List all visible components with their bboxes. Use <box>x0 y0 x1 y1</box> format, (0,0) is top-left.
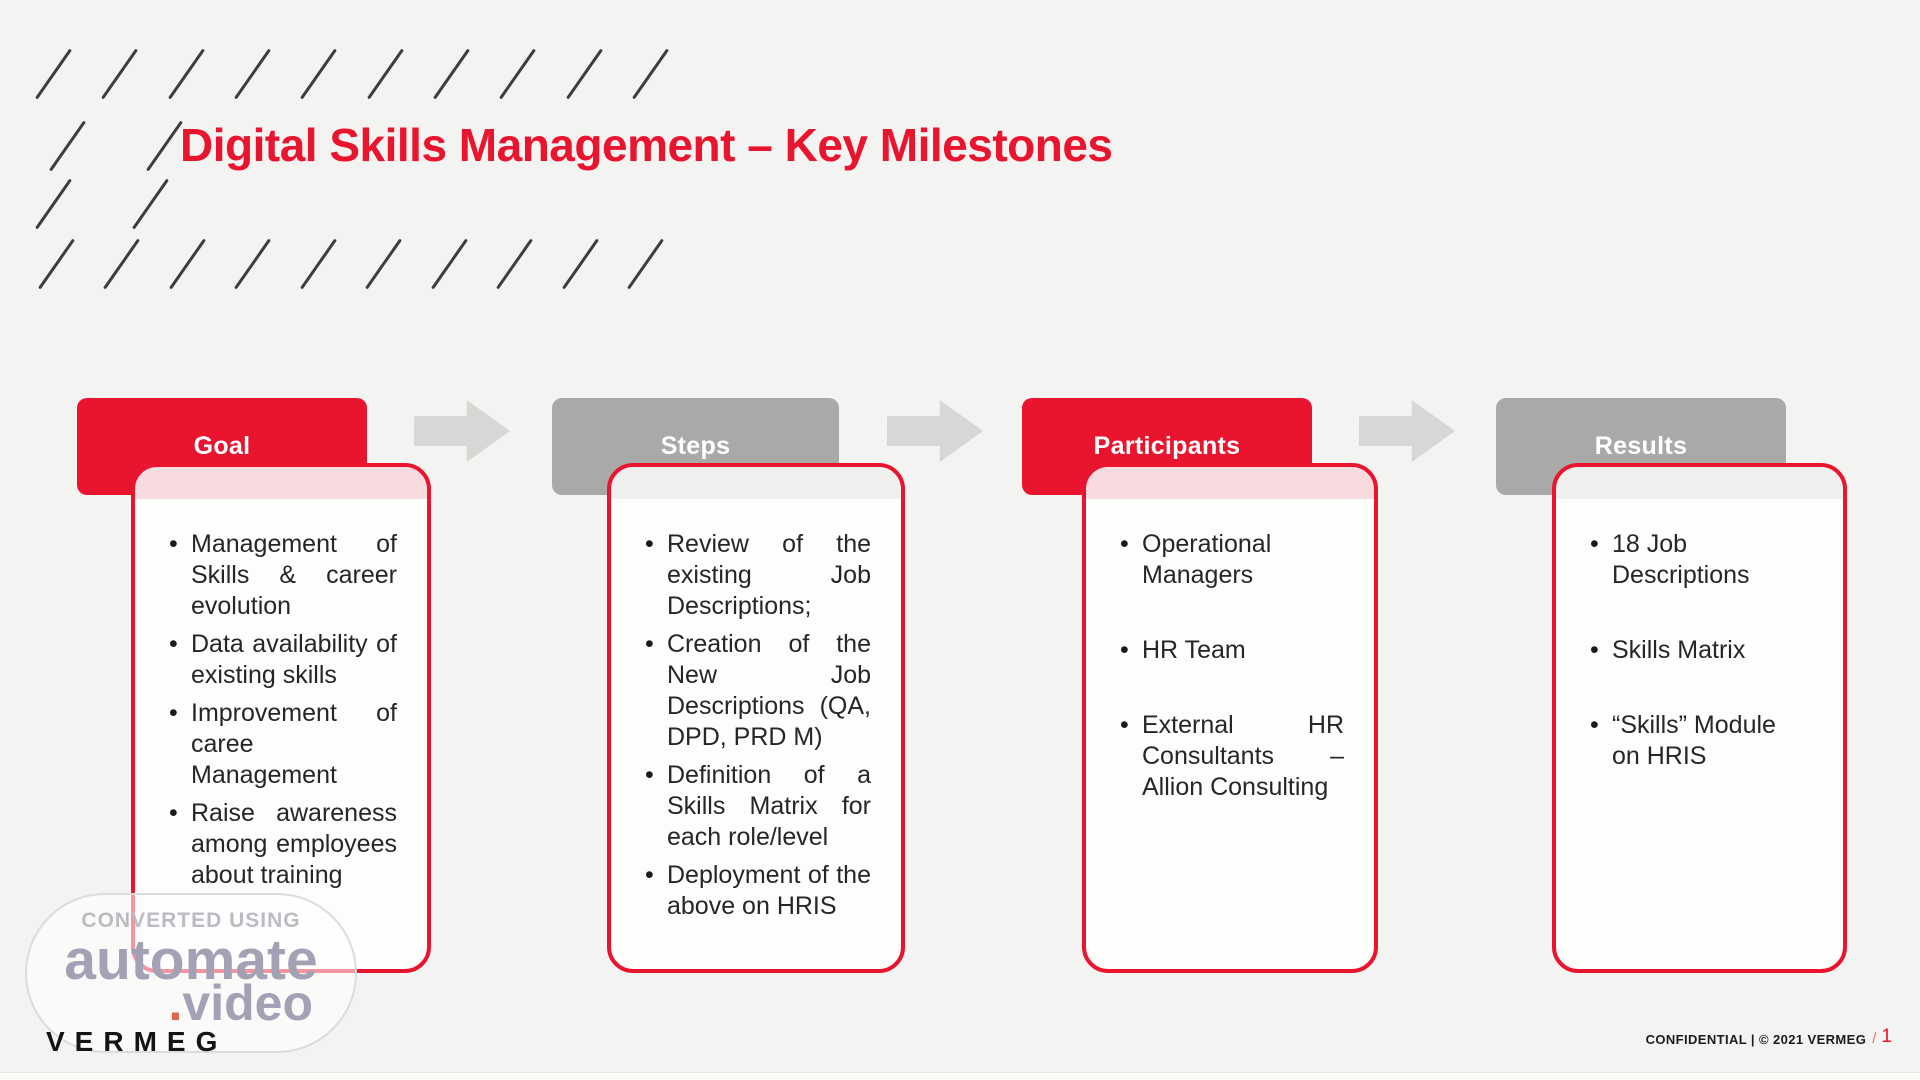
hatch-pattern-left <box>35 174 169 240</box>
bottom-strip <box>0 1072 1920 1080</box>
slash-mark <box>168 238 206 290</box>
participants-box-band <box>1086 467 1374 499</box>
arrow-right-icon <box>414 400 510 462</box>
steps-bullet: Deployment of the above on HRIS <box>643 860 871 922</box>
results-box: 18 Job Descriptions Skills Matrix “Skill… <box>1552 463 1847 973</box>
slash-mark <box>35 178 72 230</box>
slash-mark <box>430 238 468 290</box>
arrow-right-icon <box>887 400 983 462</box>
slash-mark <box>561 238 599 290</box>
participants-bullet-list: Operational Managers HR Team External HR… <box>1086 499 1374 867</box>
goal-bullet: Data availability of existing skills <box>167 629 397 691</box>
steps-box-band <box>611 467 901 499</box>
watermark-brand-video: .video <box>169 978 314 1028</box>
results-bullet-list: 18 Job Descriptions Skills Matrix “Skill… <box>1556 499 1843 836</box>
goal-box-band <box>135 467 427 499</box>
footer: CONFIDENTIAL | © 2021 VERMEG / 1 <box>1646 1026 1892 1048</box>
slash-mark <box>366 48 404 100</box>
hatch-pattern-left <box>49 116 183 182</box>
results-box-band <box>1556 467 1843 499</box>
participants-bullet: Operational Managers <box>1118 529 1344 591</box>
results-bullet: “Skills” Module on HRIS <box>1588 710 1799 772</box>
slash-mark <box>433 48 470 100</box>
slash-mark <box>38 238 75 290</box>
slash-mark <box>627 238 664 290</box>
steps-bullet-list: Review of the existing Job Descriptions;… <box>611 499 901 949</box>
page-title: Digital Skills Management – Key Mileston… <box>180 119 1113 171</box>
results-bullet: 18 Job Descriptions <box>1588 529 1799 591</box>
slash-mark <box>146 120 183 172</box>
footer-separator: / <box>1872 1030 1877 1047</box>
goal-bullet: Raise awareness among employees about tr… <box>167 798 397 891</box>
watermark-brand-automate: automate <box>64 928 318 992</box>
participants-box: Operational Managers HR Team External HR… <box>1082 463 1378 973</box>
arrow-right-icon <box>1359 400 1455 462</box>
watermark-dot: . <box>168 975 183 1032</box>
participants-bullet: HR Team <box>1118 635 1344 666</box>
slash-mark <box>365 238 403 290</box>
watermark-converted-label: CONVERTED USING <box>81 909 301 932</box>
steps-bullet: Creation of the New Job Descriptions (QA… <box>643 629 871 753</box>
hatch-pattern-top <box>35 44 669 110</box>
goal-bullet-list: Management of Skills & career evolution … <box>135 499 427 918</box>
steps-header-label: Steps <box>660 432 731 460</box>
slash-mark <box>565 48 603 100</box>
watermark-video-text: video <box>182 975 313 1032</box>
slash-mark <box>132 178 169 230</box>
goal-bullet: Management of Skills & career evolution <box>167 529 397 622</box>
watermark-badge: CONVERTED USING automate .video <box>25 893 357 1053</box>
steps-bullet: Review of the existing Job Descriptions; <box>643 529 871 622</box>
slash-mark <box>300 48 338 100</box>
steps-box: Review of the existing Job Descriptions;… <box>607 463 905 973</box>
slash-mark <box>234 238 272 290</box>
goal-box: Management of Skills & career evolution … <box>131 463 431 973</box>
results-header-label: Results <box>1594 432 1688 460</box>
slash-mark <box>103 238 141 290</box>
confidential-label: CONFIDENTIAL | © 2021 VERMEG <box>1645 1032 1867 1047</box>
slash-mark <box>49 120 86 172</box>
participants-bullet: External HR Consultants – Allion Consult… <box>1118 710 1344 803</box>
slash-mark <box>299 238 337 290</box>
slash-mark <box>35 48 72 100</box>
goal-header-label: Goal <box>193 432 251 460</box>
slash-mark <box>496 238 533 290</box>
slash-mark <box>101 48 139 100</box>
steps-bullet: Definition of a Skills Matrix for each r… <box>643 760 871 853</box>
slash-mark <box>167 48 205 100</box>
slash-mark <box>499 48 537 100</box>
goal-bullet: Improvement of caree Management <box>167 698 397 791</box>
slash-mark <box>234 48 271 100</box>
vermeg-logo: VERMEG <box>46 1026 228 1057</box>
participants-header-label: Participants <box>1093 432 1241 460</box>
hatch-pattern-bottom <box>38 234 664 300</box>
results-bullet: Skills Matrix <box>1588 635 1799 666</box>
slash-mark <box>632 48 669 100</box>
page-number: 1 <box>1881 1026 1892 1047</box>
